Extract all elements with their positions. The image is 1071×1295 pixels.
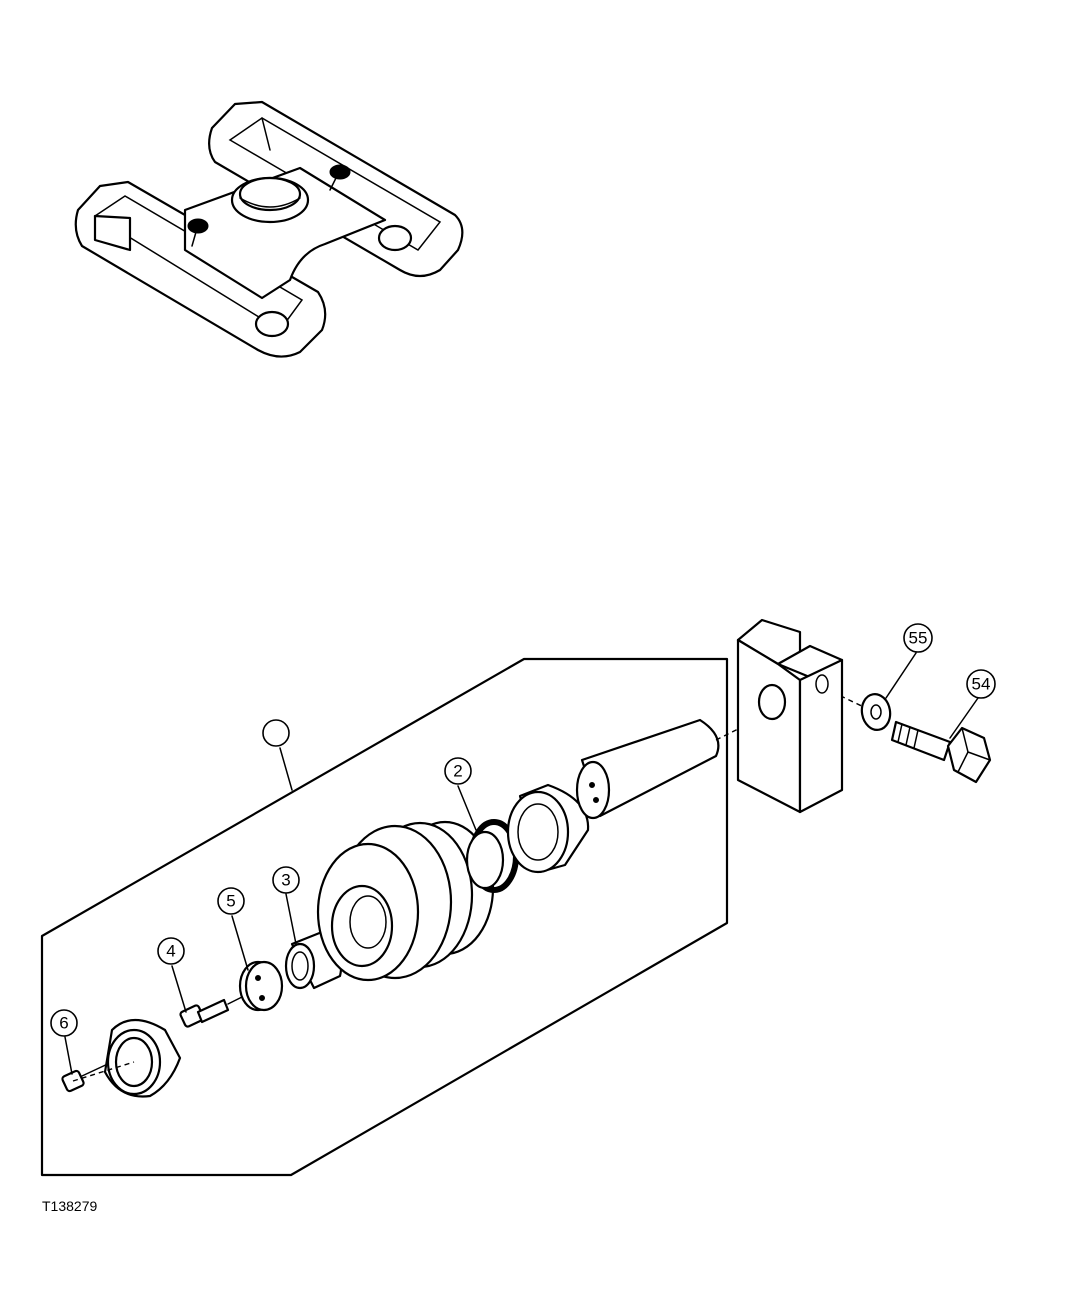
callout-54: 54 xyxy=(966,669,996,699)
svg-text:3: 3 xyxy=(281,871,290,890)
idler-wheel xyxy=(316,820,495,982)
callout-blank xyxy=(262,719,290,747)
svg-text:4: 4 xyxy=(166,942,175,961)
leader-lines xyxy=(64,652,979,1075)
part-54-bolt xyxy=(890,720,992,784)
callout-2: 2 xyxy=(444,757,472,785)
bolt-icon xyxy=(187,218,209,247)
part-5-washer xyxy=(238,960,284,1012)
part-collar xyxy=(506,783,590,874)
callout-5: 5 xyxy=(217,887,245,915)
callout-3: 3 xyxy=(272,866,300,894)
part-end-cap xyxy=(103,1018,182,1098)
callout-55: 55 xyxy=(903,623,933,653)
svg-text:55: 55 xyxy=(909,629,928,648)
assembly-boundary xyxy=(40,657,729,1177)
bolt-icon xyxy=(329,164,351,191)
svg-text:5: 5 xyxy=(226,892,235,911)
part-55-washer xyxy=(860,693,892,731)
part-bracket-block xyxy=(736,618,844,814)
part-shaft xyxy=(575,718,720,820)
callout-6: 6 xyxy=(50,1009,78,1037)
svg-text:2: 2 xyxy=(453,762,462,781)
track-frame-locator-view xyxy=(74,100,464,358)
figure-reference: T138279 xyxy=(42,1198,97,1214)
part-6-plug xyxy=(61,1061,113,1093)
svg-text:54: 54 xyxy=(972,675,991,694)
callout-4: 4 xyxy=(157,937,185,965)
svg-text:6: 6 xyxy=(59,1014,68,1033)
